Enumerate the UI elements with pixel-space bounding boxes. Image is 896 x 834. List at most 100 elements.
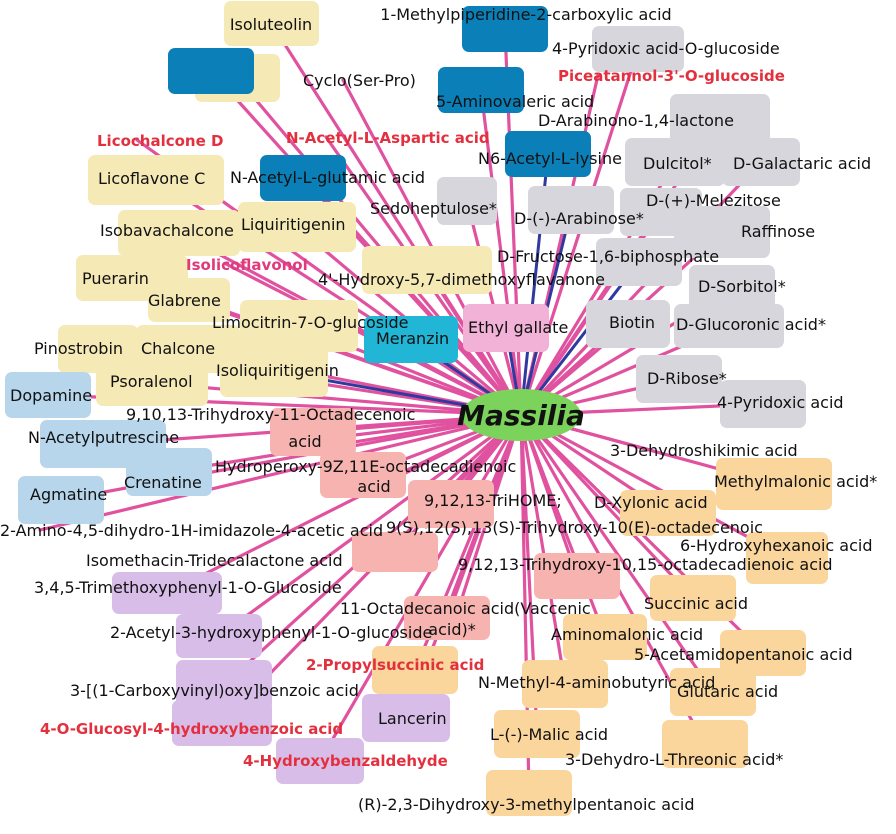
node-label-isomethacin-tridecalactone-acid-49: Isomethacin-Tridecalactone acid <box>86 551 343 570</box>
node-box-4-hydroxy-5-7-dimethoxyflavanone-10 <box>362 246 492 294</box>
node-label-3-4-5-trimethoxyphenyl-1-o-glucoside-67: 3,4,5-Trimethoxyphenyl-1-O-Glucoside <box>34 578 342 597</box>
node-box-succinic-acid-57 <box>650 575 736 621</box>
node-box-3-dehydro-l-threonic-acid-64 <box>662 720 748 768</box>
node-box-9-10-13-trihydroxy-11-octadecenoic-43 <box>270 408 356 456</box>
node-label-isoluteolin-0: Isoluteolin <box>230 15 312 34</box>
node-label-l-malic-acid-63: L-(-)-Malic acid <box>490 725 608 744</box>
node-label-5-acetamidopentanoic-acid-59: 5-Acetamidopentanoic acid <box>634 645 853 664</box>
node-label-raffinose-35: Raffinose <box>741 222 815 241</box>
edge-n-methyl-4-aminobutyric-acid-61 <box>519 413 567 686</box>
node-box-4-hydroxybenzaldehyde-72 <box>276 738 364 784</box>
node-label-pinostrobin-12: Pinostrobin <box>34 339 123 358</box>
node-label-1-methylpiperidine-2-carboxylic-acid-16: 1-Methylpiperidine-2-carboxylic acid <box>380 5 671 24</box>
node-box-agmatine-26 <box>18 476 104 524</box>
node-box-meranzin-22 <box>364 316 458 363</box>
node-label-3-dehydro-l-threonic-acid-64: 3-Dehydro-L-Threonic acid* <box>565 750 783 769</box>
node-label-9-s-12-s-13-s-trihydroxy-10-e-octadecenoic-48: 9(S),12(S),13(S)-Trihydroxy-10(E)-octade… <box>386 518 763 537</box>
node-label-psoralenol-15: Psoralenol <box>110 372 193 391</box>
node-box-hydroperoxy-9z-11e-octadecadienoic-45 <box>320 452 406 498</box>
node-label-4-hydroxy-5-7-dimethoxyflavanone-10: 4'-Hydroxy-5,7-dimethoxyflavanone <box>318 270 605 289</box>
node-box-dulcitol-30 <box>625 138 725 186</box>
node-label-piceatannol-3-o-glucoside-28: Piceatannol-3'-O-glucoside <box>558 67 785 85</box>
node-label-d-sorbitol-37: D-Sorbitol* <box>698 277 786 296</box>
node-label-9-12-13-trihydroxy-10-15-octadecadienoic-acid-50: 9,12,13-Trihydroxy-10,15-octadecadienoic… <box>458 555 833 574</box>
node-box-liquiritigenin-8 <box>238 202 356 252</box>
node-box-node-2 <box>168 48 254 94</box>
node-label-4-pyridoxic-acid-o-glucoside-27: 4-Pyridoxic acid-O-glucoside <box>552 39 780 58</box>
edge-2-acetyl-3-hydroxyphenyl-1-o-glucoside-68 <box>217 413 523 638</box>
node-box-d-arabinono-1-4-lactone-29 <box>670 94 770 144</box>
node-label-6-hydroxyhexanoic-acid-56: 6-Hydroxyhexanoic acid <box>680 536 873 555</box>
node-box-3-4-5-trimethoxyphenyl-1-o-glucoside-67 <box>112 572 222 614</box>
node-box-crenatine-25 <box>126 448 212 496</box>
node-label-dulcitol-30: Dulcitol* <box>643 154 712 173</box>
node-label-dopamine-23: Dopamine <box>10 386 92 405</box>
node-boxes-layer <box>5 1 832 816</box>
node-label-methylmalonic-acid-54: Methylmalonic acid* <box>714 472 877 491</box>
node-label-4-hydroxybenzaldehyde-72: 4-Hydroxybenzaldehyde <box>243 752 448 770</box>
node-label-aminomalonic-acid-58: Aminomalonic acid <box>551 625 703 644</box>
node-box-d-galactaric-acid-31 <box>722 138 800 186</box>
node-label-n-acetylputrescine-24: N-Acetylputrescine <box>28 428 179 447</box>
node-box-l-malic-acid-63 <box>494 710 580 758</box>
node-label-3-1-carboxyvinyl-oxy-benzoic-acid-69: 3-[(1-Carboxyvinyl)oxy]benzoic acid <box>70 681 359 700</box>
node-label-lancerin-71: Lancerin <box>378 709 447 728</box>
node-label-9-10-13-trihydroxy-11-octadecenoic-43: 9,10,13-Trihydroxy-11-Octadecenoic <box>126 405 415 424</box>
node-label-agmatine-26: Agmatine <box>30 485 107 504</box>
edge-succinic-acid-57 <box>519 413 695 600</box>
node-label-d-melezitose-34: D-(+)-Melezitose <box>646 191 781 210</box>
node-label-isobavachalcone-5: Isobavachalcone <box>100 221 234 240</box>
node-label-acid-52: acid)* <box>428 620 475 639</box>
node-box-d-xylonic-acid-55 <box>620 490 716 536</box>
edge-2-amino-4-5-dihydro-1h-imidazole-4-acetic-acid-66 <box>38 413 523 532</box>
node-box-glabrene-7 <box>148 278 230 322</box>
node-label-licochalcone-d-3: Licochalcone D <box>97 132 223 150</box>
node-box-isoluteolin-0 <box>224 1 319 46</box>
node-label-d-arabinono-1-4-lactone-29: D-Arabinono-1,4-lactone <box>538 111 734 130</box>
node-box-4-pyridoxic-acid-o-glucoside-27 <box>592 26 684 72</box>
node-label-hydroperoxy-9z-11e-octadecadienoic-45: Hydroperoxy-9Z,11E-octadecadienoic <box>215 457 516 476</box>
node-label-liquiritigenin-8: Liquiritigenin <box>241 215 346 234</box>
node-box-11-octadecanoic-acid-vaccenic-51 <box>404 596 490 640</box>
node-label-9-12-13-trihome-47: 9,12,13-TriHOME; <box>424 491 562 510</box>
node-box-4-o-glucosyl-4-hydroxybenzoic-acid-70 <box>172 700 272 746</box>
node-box-methylmalonic-acid-54 <box>716 458 832 510</box>
node-box-isomethacin-tridecalactone-acid-49 <box>352 532 438 572</box>
node-box-lancerin-71 <box>362 694 450 742</box>
node-label-4-o-glucosyl-4-hydroxybenzoic-acid-70: 4-O-Glucosyl-4-hydroxybenzoic acid <box>40 720 343 738</box>
node-box-d-glucoronic-acid-39 <box>674 304 784 348</box>
node-box-4-pyridoxic-acid-41 <box>720 380 806 428</box>
edge-aminomalonic-acid-58 <box>519 413 607 639</box>
node-label-n-acetyl-l-aspartic-acid-19: N-Acetyl-L-Aspartic acid <box>286 129 490 147</box>
node-label-acid-46: acid <box>357 477 390 496</box>
node-box-1-methylpiperidine-2-carboxylic-acid-16 <box>462 6 548 52</box>
node-label-glutaric-acid-62: Glutaric acid <box>677 682 778 701</box>
node-box-dopamine-23 <box>5 372 91 418</box>
node-label-meranzin-22: Meranzin <box>376 329 449 348</box>
node-box-glutaric-acid-62 <box>670 668 756 716</box>
node-box-d-arabinose-33 <box>528 186 614 234</box>
node-box-raffinose-35 <box>674 206 770 258</box>
center-label: Massilia <box>457 399 585 432</box>
node-label-chalcone-13: Chalcone <box>141 339 215 358</box>
node-box-r-2-3-dihydroxy-3-methylpentanoic-acid-65 <box>486 770 572 816</box>
node-box-6-hydroxyhexanoic-acid-56 <box>746 532 828 584</box>
node-label-2-amino-4-5-dihydro-1h-imidazole-4-acetic-acid-66: 2-Amino-4,5-dihydro-1H-imidazole-4-aceti… <box>0 521 383 540</box>
node-box-n-acetyl-l-glutamic-acid-21 <box>260 155 346 201</box>
node-label-d-fructose-1-6-biphosphate-36: D-Fructose-1,6-biphosphate <box>497 247 719 266</box>
node-label-succinic-acid-57: Succinic acid <box>644 594 748 613</box>
node-label-puerarin-6: Puerarin <box>82 269 149 288</box>
node-box-d-fructose-1-6-biphosphate-36 <box>596 238 682 286</box>
center-node <box>461 389 581 441</box>
node-label-glabrene-7: Glabrene <box>148 291 221 310</box>
node-box-n-methyl-4-aminobutyric-acid-61 <box>522 660 608 708</box>
node-label-biotin-38: Biotin <box>609 313 655 332</box>
node-label-isolicoflavonol-9: Isolicoflavonol <box>186 256 308 274</box>
node-label-sedoheptulose-32: Sedoheptulose* <box>370 199 497 218</box>
node-box-d-ribose-40 <box>636 355 722 403</box>
node-box-isobavachalcone-5 <box>118 210 240 256</box>
node-label-crenatine-25: Crenatine <box>124 473 202 492</box>
node-label-11-octadecanoic-acid-vaccenic-51: 11-Octadecanoic acid(Vaccenic <box>340 599 591 618</box>
edge-4-hydroxybenzaldehyde-72 <box>318 413 523 763</box>
node-label-n-methyl-4-aminobutyric-acid-61: N-Methyl-4-aminobutyric acid <box>478 673 715 692</box>
